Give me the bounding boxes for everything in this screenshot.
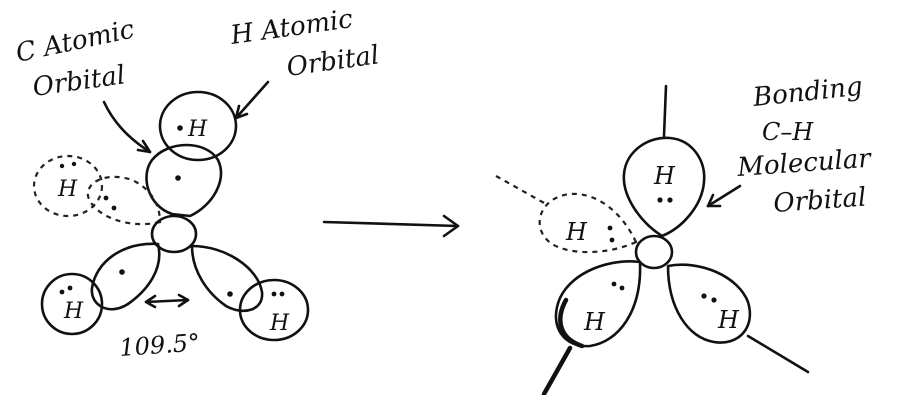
bonding-label-arrow <box>706 184 742 208</box>
lower-right-h-electron-b <box>279 291 285 297</box>
c-lower-right-electron <box>227 291 233 297</box>
lower-right-bond-line <box>746 334 810 374</box>
c-lower-left-electron <box>119 269 125 275</box>
c-lower-left-lobe <box>90 242 161 311</box>
mo-center <box>634 234 674 270</box>
lower-left-mo-electron-b <box>619 285 625 291</box>
bonding-label-line1: Bonding <box>751 72 864 113</box>
lower-right-h-atom: H <box>269 311 290 336</box>
rear-c-electron-a <box>103 195 109 201</box>
lower-right-mo-electron-a <box>701 293 707 299</box>
bonding-label-arrowhead <box>706 193 722 208</box>
left-diagram-atomic-orbitals: C Atomic Orbital H Atomic Orbital H H <box>13 4 381 362</box>
lower-right-h-orbital <box>238 278 310 342</box>
right-diagram-molecular-orbitals: Bonding C–H Molecular Orbital H H H H <box>495 72 873 395</box>
c-label-arrowhead <box>136 139 152 154</box>
lower-left-h-atom: H <box>63 299 84 324</box>
bonding-label-line4: Orbital <box>772 183 867 219</box>
rear-h-orbital <box>32 154 104 218</box>
c-orbital-label-line2: Orbital <box>31 60 127 103</box>
lower-left-orbital-shading <box>558 297 585 349</box>
lower-left-mo-h-atom: H <box>583 308 606 336</box>
angle-arc-line <box>144 298 190 304</box>
angle-arrowhead-left <box>144 294 157 309</box>
c-label-arrow <box>102 100 152 154</box>
h-label-arrow <box>234 80 270 120</box>
reaction-arrow-head <box>442 214 460 238</box>
reaction-arrow-shaft <box>322 220 460 228</box>
top-h-orbital <box>158 90 238 162</box>
rear-mo-electron-b <box>609 237 615 243</box>
h-orbital-label-line2: Orbital <box>285 40 381 83</box>
rear-h-electron-b <box>71 161 77 167</box>
rear-h-electron-a <box>59 163 65 169</box>
rear-ch-bonding-orbital <box>538 192 638 254</box>
reaction-arrow <box>322 214 460 238</box>
lower-left-bond-line <box>541 345 573 395</box>
top-mo-electron-a <box>657 197 663 203</box>
c-rear-lobe <box>86 175 162 226</box>
lower-left-h-electron-a <box>59 289 65 295</box>
top-mo-h-atom: H <box>653 162 676 190</box>
c-top-lobe <box>145 143 223 218</box>
lower-right-mo-electron-b <box>711 297 717 303</box>
lower-right-mo-h-atom: H <box>717 306 740 334</box>
bonding-label-line3: Molecular <box>735 144 873 183</box>
h-atomic-label-line1: H Atomic <box>228 4 355 51</box>
rear-mo-electron-a <box>607 225 613 231</box>
lower-right-h-electron-a <box>271 291 277 297</box>
lower-right-ch-bonding-orbital <box>666 263 752 344</box>
bonding-label-line2: C–H <box>762 118 814 146</box>
top-bond-line <box>662 84 668 138</box>
c-lower-right-lobe <box>190 244 264 313</box>
c-top-electron <box>175 175 181 181</box>
rear-mo-h-atom: H <box>565 218 588 246</box>
bond-angle-label: 109.5° <box>118 328 200 362</box>
c-center <box>150 214 198 254</box>
top-h-atom: H <box>187 117 208 142</box>
lower-left-ch-bonding-orbital <box>554 260 642 348</box>
h-label-arrowhead <box>234 104 249 120</box>
lower-left-h-electron-b <box>67 285 73 291</box>
rear-bond-line <box>495 175 547 205</box>
angle-arrowhead-right <box>177 293 190 308</box>
top-mo-electron-b <box>667 197 673 203</box>
lower-left-mo-electron-a <box>611 281 617 287</box>
rear-c-electron-b <box>111 205 117 211</box>
lower-left-h-orbital <box>40 272 104 336</box>
top-ch-bonding-orbital <box>622 136 706 238</box>
top-h-electron <box>177 125 183 131</box>
rear-h-atom: H <box>57 177 78 202</box>
